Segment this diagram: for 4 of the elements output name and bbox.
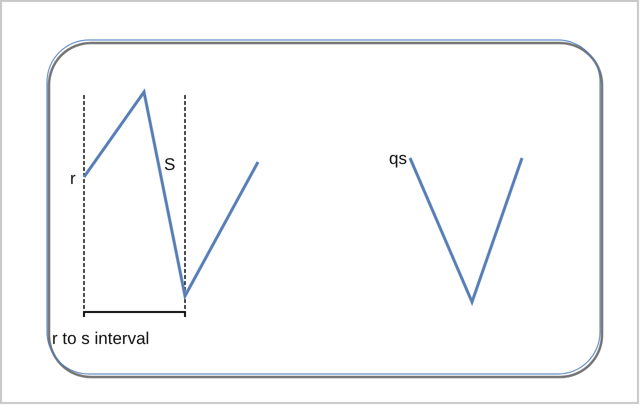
wave-label: qs xyxy=(389,150,407,167)
interval-label: r to s interval xyxy=(52,330,150,347)
wave-label: S xyxy=(164,156,176,173)
wave-label: r xyxy=(70,170,76,187)
